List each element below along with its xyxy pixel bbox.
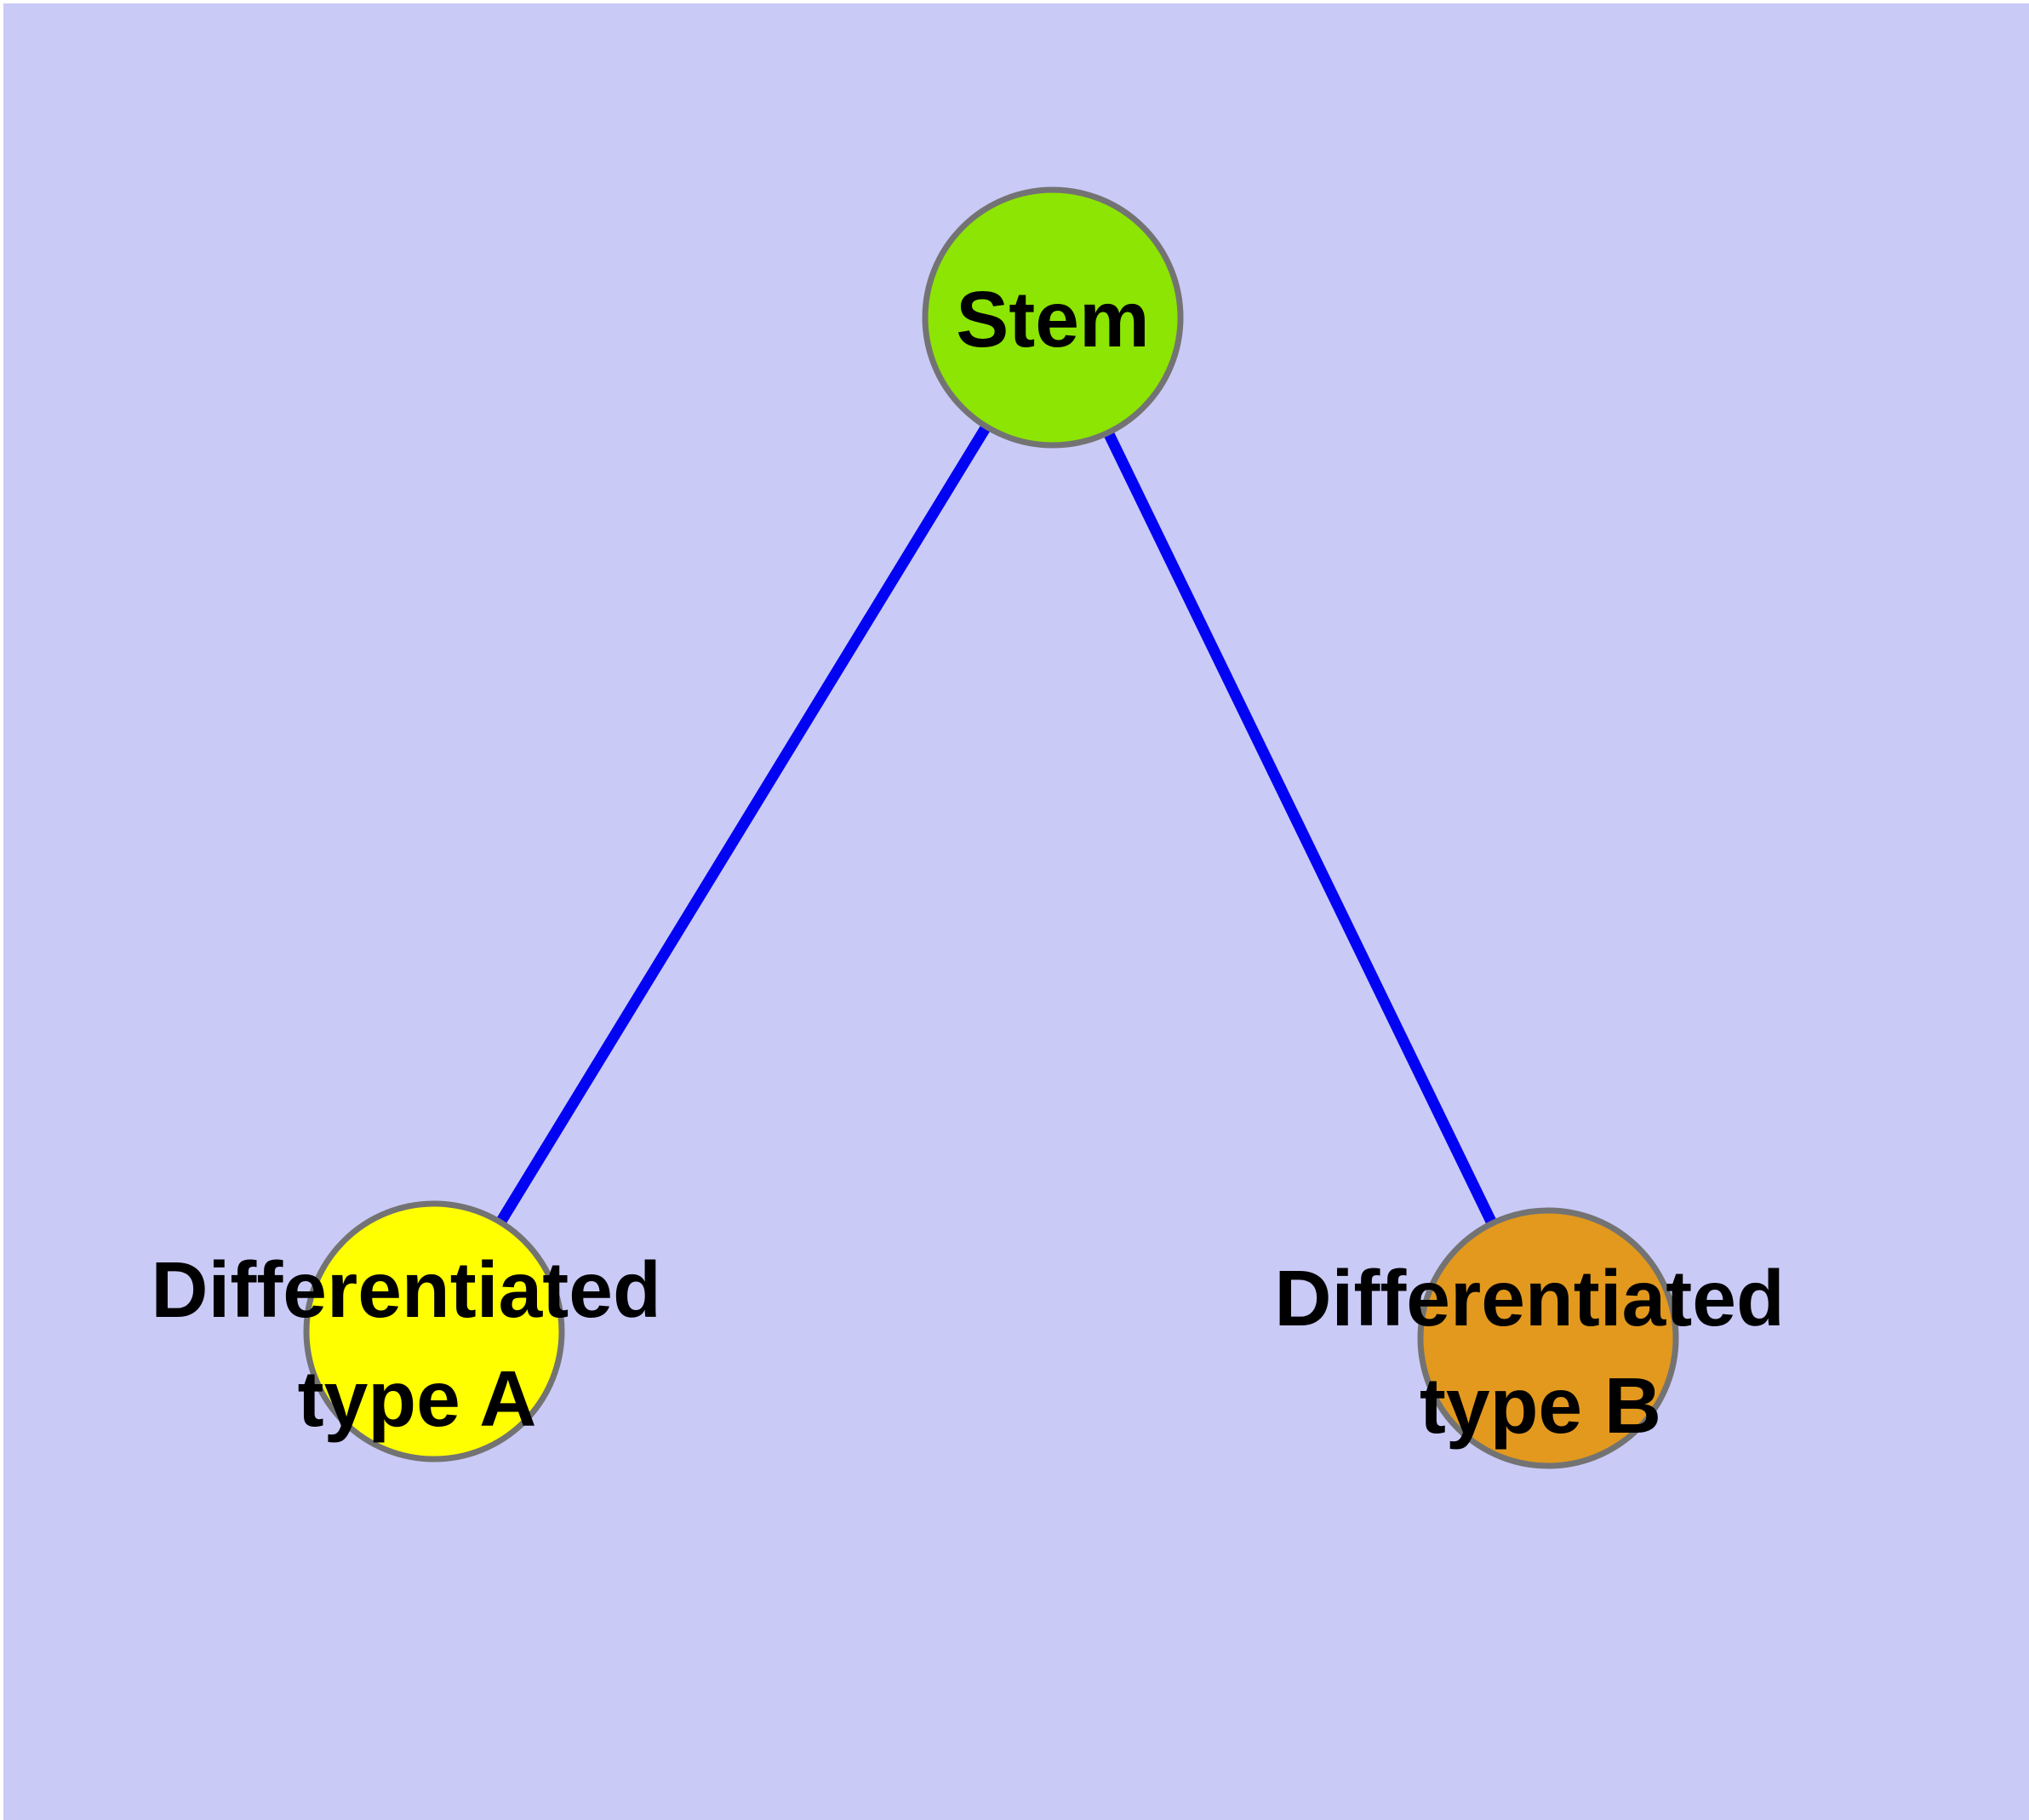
- edge-stem-to-type-b: [1103, 430, 1497, 1226]
- stem-node: Stem: [922, 186, 1184, 449]
- differentiated-type-a-label: Differentiated type A: [151, 1245, 683, 1443]
- differentiated-type-b-label-line2: type B: [1420, 1361, 1661, 1450]
- differentiated-type-b-label: Differentiated type B: [1274, 1254, 1806, 1450]
- differentiated-type-a-node: Differentiated type A: [151, 1200, 683, 1462]
- differentiated-type-b-circle: [1417, 1207, 1679, 1469]
- stem-node-label: Stem: [956, 275, 1149, 363]
- edge-stem-to-type-a: [495, 423, 992, 1226]
- stem-node-circle: [922, 186, 1184, 449]
- differentiated-type-b-node: Differentiated type B: [1274, 1207, 1806, 1469]
- differentiated-type-a-label-line2: type A: [298, 1354, 537, 1443]
- differentiated-type-a-label-line1: Differentiated: [151, 1245, 660, 1334]
- differentiated-type-b-label-line1: Differentiated: [1274, 1254, 1784, 1342]
- differentiated-type-a-circle: [303, 1200, 565, 1462]
